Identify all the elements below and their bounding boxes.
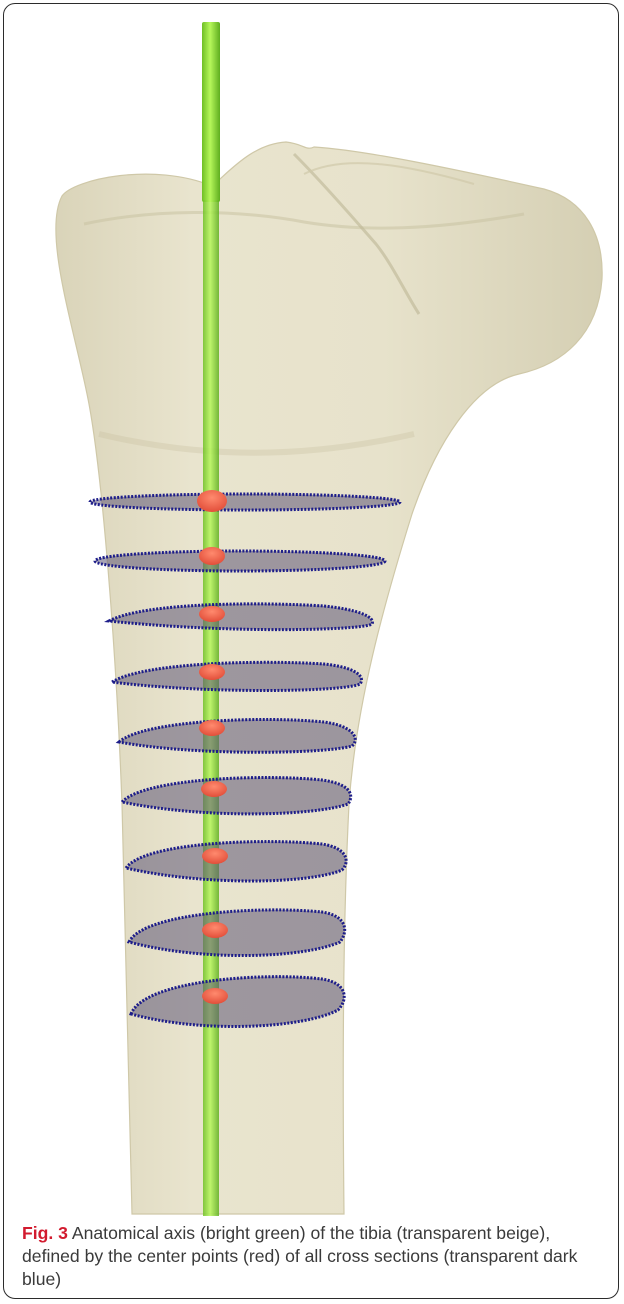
figure-caption-text: Anatomical axis (bright green) of the ti… — [22, 1223, 577, 1289]
center-point-marker — [202, 848, 228, 864]
figure-label: Fig. 3 — [22, 1223, 68, 1243]
anatomical-axis-rod — [203, 200, 219, 1216]
center-point-marker — [199, 606, 225, 622]
center-point-marker — [199, 720, 225, 736]
center-point-marker — [201, 781, 227, 797]
tibia-figure-illustration — [4, 4, 619, 1218]
center-point-marker — [202, 922, 228, 938]
cross-section-disc — [90, 494, 400, 510]
cross-section-disc — [95, 551, 385, 571]
figure-frame: Fig. 3 Anatomical axis (bright green) of… — [3, 3, 619, 1299]
anatomical-axis-rod-top — [202, 22, 220, 202]
center-point-marker — [202, 988, 228, 1004]
center-point-marker — [199, 547, 225, 565]
figure-caption: Fig. 3 Anatomical axis (bright green) of… — [22, 1222, 608, 1291]
center-point-marker — [197, 490, 227, 512]
center-point-marker — [199, 664, 225, 680]
